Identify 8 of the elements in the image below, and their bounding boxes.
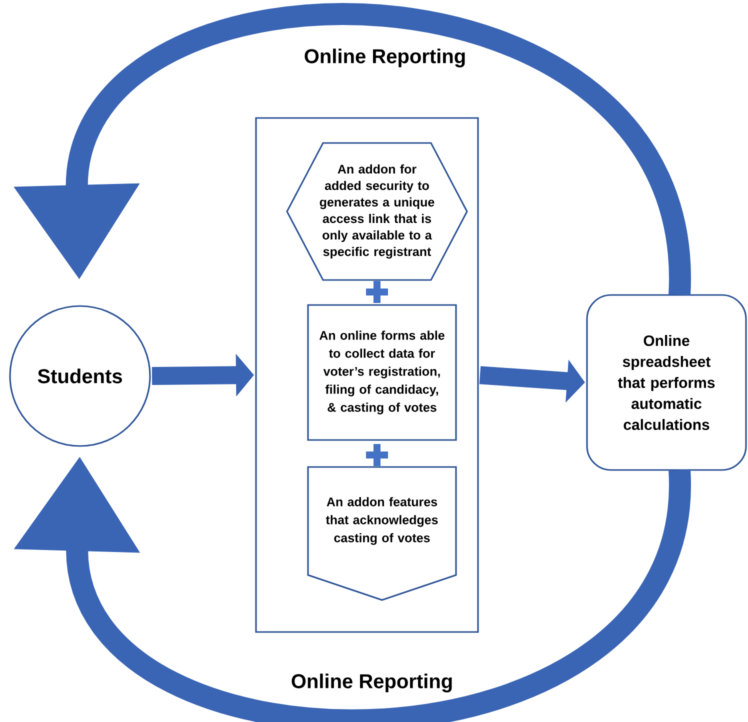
circle-node: Students — [9, 305, 151, 447]
edge-label: Online Reporting — [288, 672, 456, 694]
hexagon-box: An addon for added security to generates a unique access link that is only available to a specific registrant — [286, 142, 468, 281]
process-box: An online forms able to collect data for voter’s registration, filing of candidacy, & casting of votes — [307, 304, 457, 441]
pentagon-box: An addon features that acknowledges casting of votes — [307, 466, 457, 601]
rounded-box: Online spreadsheet that performs automatic calculations — [586, 294, 747, 471]
container-box — [255, 117, 479, 633]
edge-label: Online Reporting — [302, 46, 468, 70]
